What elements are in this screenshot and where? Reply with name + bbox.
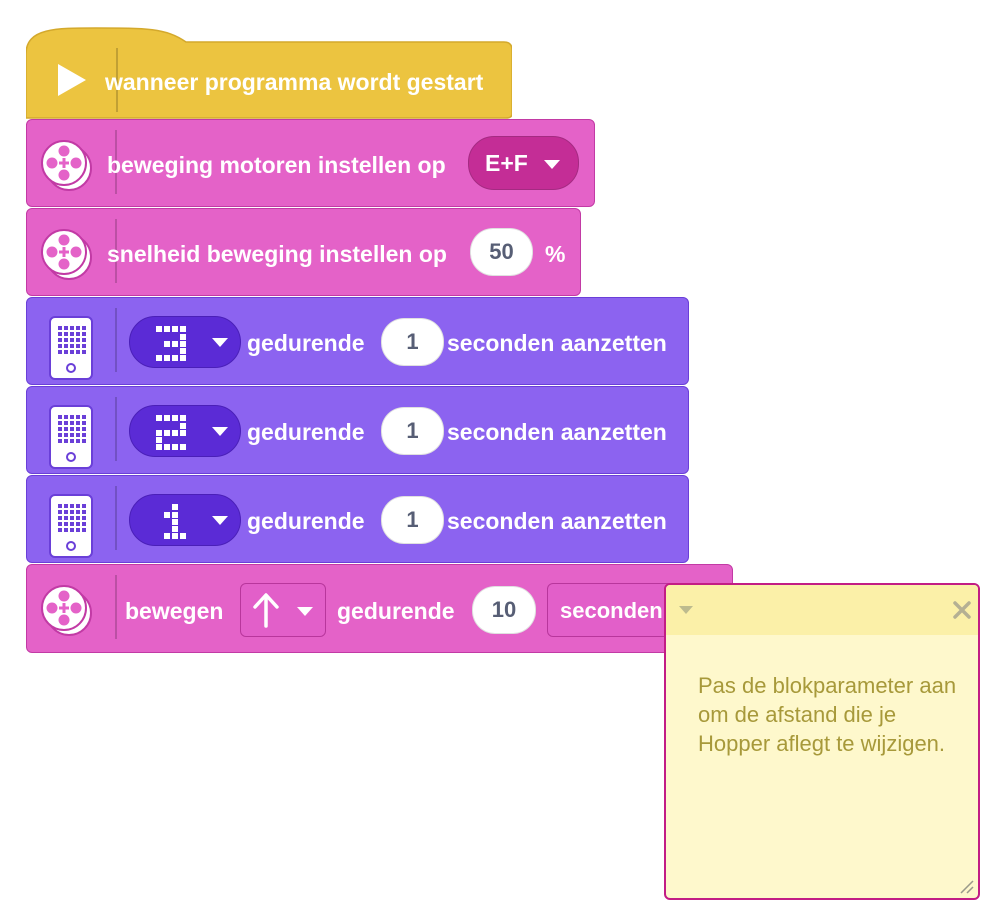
direction-dropdown[interactable]: [240, 583, 326, 637]
light-matrix-pattern-dropdown[interactable]: [129, 316, 241, 368]
chevron-down-icon: [297, 607, 313, 616]
chevron-down-icon: [212, 338, 228, 347]
chevron-down-icon: [212, 516, 228, 525]
speed-input[interactable]: 50: [470, 228, 533, 276]
set-movement-motors-block[interactable]: beweging motoren instellen op E+F: [26, 119, 595, 207]
resize-handle-icon[interactable]: [958, 878, 974, 894]
block-separator: [115, 130, 117, 194]
motor-ports-dropdown[interactable]: E+F: [468, 136, 579, 190]
chevron-down-icon: [212, 427, 228, 436]
block-separator: [115, 308, 117, 372]
move-label: bewegen: [125, 598, 224, 624]
play-icon: [58, 64, 86, 96]
block-separator: [115, 575, 117, 639]
comment-note-text[interactable]: Pas de blokparameter aan om de afstand d…: [698, 673, 957, 756]
block-separator: [116, 48, 118, 112]
move-unit-value: seconden: [560, 598, 663, 623]
hub-light-matrix-icon: [49, 316, 93, 380]
light-matrix-block-3[interactable]: gedurende 1 seconden aanzetten: [26, 475, 689, 563]
duration-input-2[interactable]: 1: [381, 407, 444, 455]
chevron-down-icon[interactable]: [679, 606, 693, 614]
close-icon[interactable]: [953, 601, 971, 619]
arrow-up-icon: [253, 593, 279, 628]
move-duration-input[interactable]: 10: [472, 586, 536, 634]
duration-input-1[interactable]: 1: [381, 318, 444, 366]
event-block-when-program-starts[interactable]: wanneer programma wordt gestart: [26, 14, 512, 124]
set-movement-motors-label: beweging motoren instellen op: [107, 152, 446, 178]
chevron-down-icon: [544, 160, 560, 169]
during-label: gedurende: [247, 330, 365, 356]
set-movement-speed-block[interactable]: snelheid beweging instellen op 50 %: [26, 208, 581, 296]
motor-ports-value: E+F: [485, 150, 528, 176]
hub-light-matrix-icon: [49, 405, 93, 469]
event-block-shape: [26, 27, 512, 119]
block-separator: [115, 219, 117, 283]
motor-pair-icon: [41, 585, 92, 636]
digit-2-matrix-icon: [156, 415, 186, 450]
light-matrix-pattern-dropdown[interactable]: [129, 494, 241, 546]
motor-pair-icon: [41, 140, 92, 191]
duration-input-3[interactable]: 1: [381, 496, 444, 544]
block-separator: [115, 486, 117, 550]
seconds-on-label: seconden aanzetten: [447, 508, 667, 534]
seconds-on-label: seconden aanzetten: [447, 419, 667, 445]
during-label: gedurende: [247, 419, 365, 445]
event-block-label: wanneer programma wordt gestart: [105, 69, 484, 95]
move-for-duration-block[interactable]: bewegen gedurende 10 seconden: [26, 564, 733, 653]
set-movement-speed-label: snelheid beweging instellen op: [107, 241, 447, 267]
motor-pair-icon: [41, 229, 92, 280]
light-matrix-pattern-dropdown[interactable]: [129, 405, 241, 457]
hub-light-matrix-icon: [49, 494, 93, 558]
comment-note[interactable]: Pas de blokparameter aan om de afstand d…: [664, 583, 980, 900]
light-matrix-block-2[interactable]: gedurende 1 seconden aanzetten: [26, 386, 689, 474]
digit-3-matrix-icon: [156, 326, 186, 361]
during-label: gedurende: [247, 508, 365, 534]
block-separator: [115, 397, 117, 461]
speed-unit-label: %: [545, 241, 566, 267]
digit-1-matrix-icon: [164, 504, 186, 539]
light-matrix-block-1[interactable]: gedurende 1 seconden aanzetten: [26, 297, 689, 385]
during-label: gedurende: [337, 598, 455, 624]
seconds-on-label: seconden aanzetten: [447, 330, 667, 356]
comment-note-header[interactable]: [666, 585, 978, 635]
